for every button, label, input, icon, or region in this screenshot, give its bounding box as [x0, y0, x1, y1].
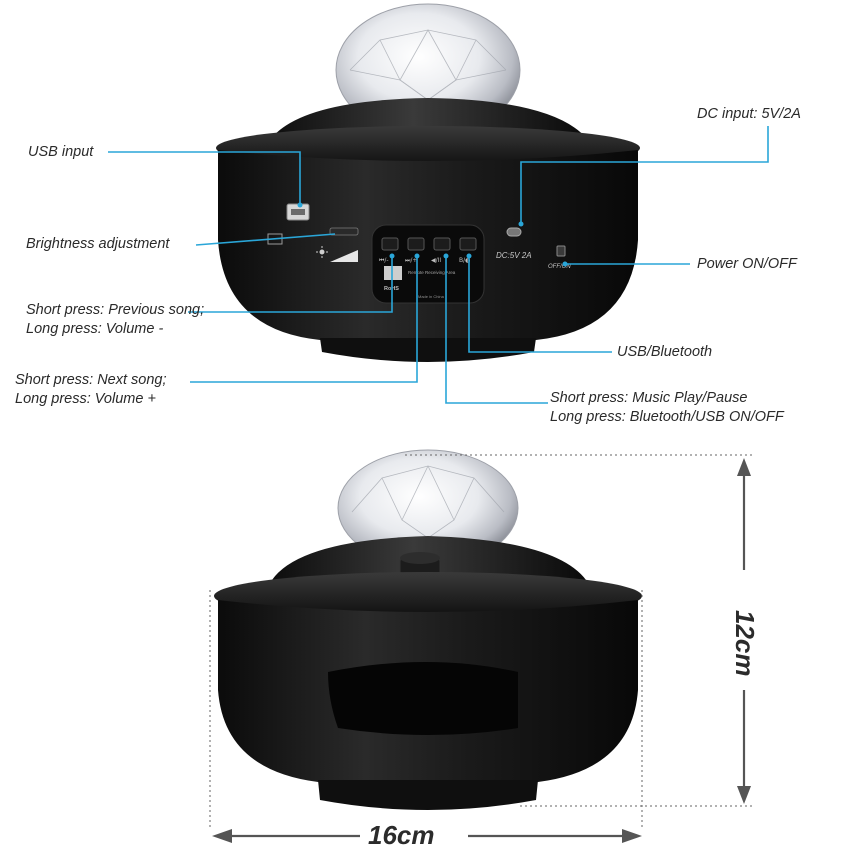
remote-area-text: Remote Receiving Area: [408, 270, 456, 275]
bottom-rim: [214, 572, 642, 620]
brightness-wedge-icon: [330, 250, 358, 262]
leader-dc: [520, 126, 769, 224]
label-prev-line2: Long press: Volume -: [26, 321, 164, 337]
label-prev-line1: Short press: Previous song;: [26, 302, 205, 318]
prev-button[interactable]: [381, 237, 399, 251]
next-button[interactable]: [407, 237, 425, 251]
leader-usb-input: [108, 151, 301, 205]
mode-button-mark: B/◐: [459, 257, 470, 264]
off-on-text: OFF/ON: [548, 264, 571, 270]
buttons: [381, 237, 477, 251]
label-next-line2: Long press: Volume +: [15, 391, 156, 407]
button-panel: [371, 224, 485, 304]
leader-brightness: [195, 233, 336, 246]
dc-port: [506, 227, 522, 237]
play-button[interactable]: [433, 237, 451, 251]
remote-receiver-window: [384, 266, 402, 280]
brightness-slider: [329, 227, 359, 236]
leader-lines: [108, 126, 769, 404]
top-base: [320, 338, 536, 362]
leader-play: [445, 256, 548, 404]
dimension-guides: [209, 454, 755, 830]
dimension-width: 16cm: [368, 820, 435, 850]
play-button-mark: ◀/II: [431, 257, 441, 264]
dimension-arrows: [212, 458, 751, 843]
label-usb-bluetooth: USB/Bluetooth: [617, 344, 713, 360]
dimension-height: 12cm: [730, 610, 760, 677]
leader-usb-bt: [468, 256, 612, 353]
leader-next: [190, 256, 418, 383]
label-next-line1: Short press: Next song;: [15, 372, 167, 388]
label-brightness: Brightness adjustment: [26, 236, 170, 252]
power-switch: [556, 245, 566, 257]
speaker-window: [328, 662, 518, 735]
label-usb-input: USB input: [28, 144, 94, 160]
mode-button[interactable]: [459, 237, 477, 251]
sun-icon: [316, 246, 328, 258]
label-dc-input: DC input: 5V/2A: [697, 106, 801, 122]
device-back-view: ⏮/- ⏭/+ ◀/II B/◐ Remote Receiving Area R…: [216, 3, 640, 362]
dc-mark-text: DC:5V 2A: [496, 251, 532, 260]
made-in-text: Made in China: [418, 294, 445, 299]
next-button-mark: ⏭/+: [405, 257, 417, 264]
label-power: Power ON/OFF: [697, 256, 797, 272]
device-front-view: [214, 449, 642, 810]
label-play-line1: Short press: Music Play/Pause: [550, 390, 748, 406]
leader-prev: [188, 256, 393, 313]
bottom-base: [318, 780, 538, 810]
label-play-line2: Long press: Bluetooth/USB ON/OFF: [550, 409, 784, 425]
prev-button-mark: ⏮/-: [379, 257, 389, 264]
